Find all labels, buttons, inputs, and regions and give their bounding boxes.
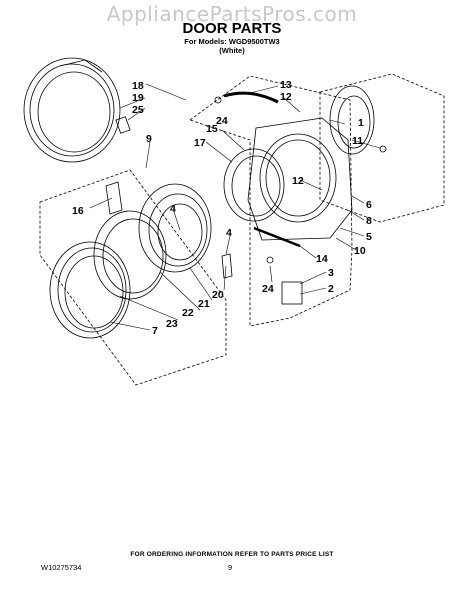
callout-8: 8 <box>366 215 372 227</box>
door-strip <box>253 226 301 248</box>
callout-15: 15 <box>206 123 218 135</box>
callout-23: 23 <box>166 318 178 330</box>
callout-21: 21 <box>198 298 210 310</box>
door-front-ring <box>49 241 131 339</box>
ordering-note: FOR ORDERING INFORMATION REFER TO PARTS … <box>130 551 334 558</box>
hinge-bracket <box>115 116 131 134</box>
model-color: (White) <box>219 46 245 55</box>
callout-1: 1 <box>358 117 364 129</box>
outer-door-ring <box>23 57 121 163</box>
callout-5: 5 <box>366 231 372 243</box>
inner-door-group-box <box>189 75 353 327</box>
door-glass <box>138 183 212 273</box>
cabinet-outline <box>319 73 445 223</box>
model-line: For Models: WGD9500TW3 <box>184 37 280 46</box>
callout-25: 25 <box>132 104 144 116</box>
callout-16: 16 <box>72 205 84 217</box>
callout-9: 9 <box>146 133 152 145</box>
door-switch <box>281 281 303 305</box>
front-panel-assembly <box>247 117 353 241</box>
screw-24a <box>214 96 222 104</box>
callout-4a: 4 <box>170 203 176 215</box>
door-hinge <box>105 181 123 215</box>
callout-11: 11 <box>352 135 363 147</box>
page-title: DOOR PARTS <box>182 20 282 37</box>
callout-10: 10 <box>354 245 366 257</box>
callout-2: 2 <box>328 283 334 295</box>
page-number: 9 <box>228 563 233 572</box>
watermark-text: AppliancePartsPros.com <box>106 2 358 26</box>
door-inner-panel <box>93 210 167 300</box>
door-handle <box>223 91 279 104</box>
document-number: W10275734 <box>41 563 82 572</box>
callout-12b: 12 <box>292 175 304 187</box>
door-latch <box>221 253 233 279</box>
front-door-group-box <box>39 169 227 386</box>
callout-24b: 24 <box>262 283 274 295</box>
callout-22: 22 <box>182 307 194 319</box>
door-seal <box>223 148 285 222</box>
callout-12a: 12 <box>280 91 292 103</box>
callout-19: 19 <box>132 92 144 104</box>
callout-20: 20 <box>212 289 224 301</box>
callout-6: 6 <box>366 199 372 211</box>
callout-7: 7 <box>152 325 158 337</box>
callout-17: 17 <box>194 137 206 149</box>
model-info: For Models: WGD9500TW3 (White) <box>0 37 464 55</box>
screw-11 <box>379 145 387 153</box>
callout-4b: 4 <box>226 227 232 239</box>
callout-3: 3 <box>328 267 334 279</box>
callout-14: 14 <box>316 253 328 265</box>
callout-13: 13 <box>280 79 292 91</box>
callout-24a: 24 <box>216 115 228 127</box>
screw-24b <box>266 256 274 264</box>
callout-18: 18 <box>132 80 144 92</box>
